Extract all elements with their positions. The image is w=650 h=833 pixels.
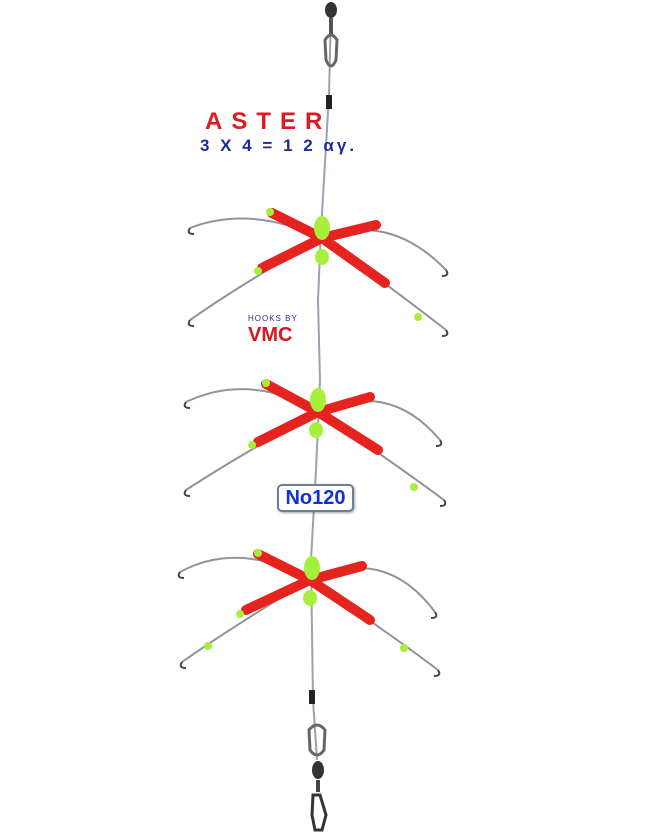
hook-icon [177,571,185,579]
hook-icon [183,489,191,497]
hooks-brand: VMC [248,324,293,346]
hook-icon [183,401,191,409]
hook-cluster-3 [177,549,441,677]
hook-icon [187,227,195,235]
hook-icon [430,611,438,619]
hook-cluster-2 [183,379,447,507]
model-badge: No120 [277,484,354,512]
hook-icon [187,319,195,327]
hook-icon [441,329,449,337]
main-line [309,9,332,761]
hook-icon [433,669,441,677]
hook-icon [435,439,443,447]
hook-cluster-1 [187,208,449,337]
product-title: ASTER [205,108,332,135]
hook-icon [439,499,447,507]
swivel-icon [323,2,339,109]
product-spec: 3 X 4 = 1 2 αγ. [200,136,358,155]
hook-icon [179,661,187,669]
hooks-caption: HOOKS BY [248,314,298,323]
snap-swivel-icon [307,690,328,832]
hook-icon [441,269,449,277]
